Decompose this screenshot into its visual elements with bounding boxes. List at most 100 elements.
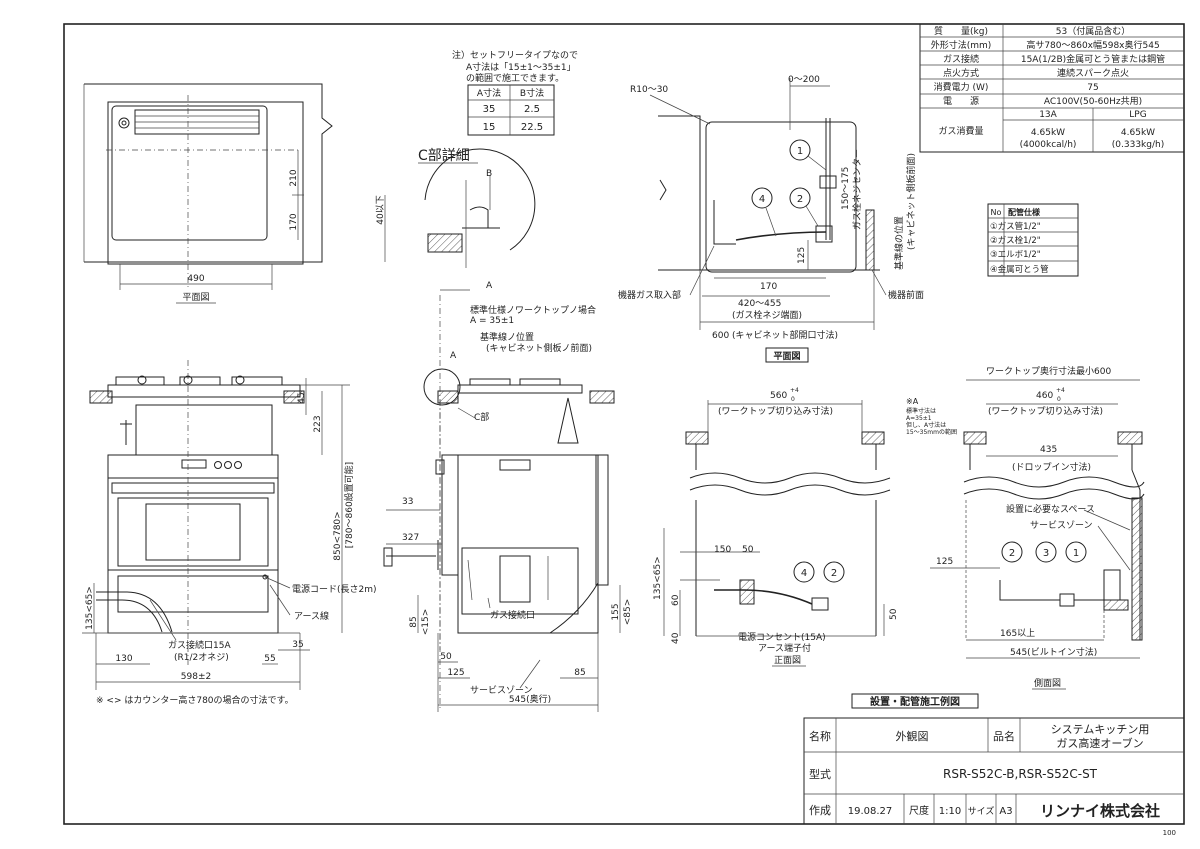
install-front-d560: 560 [770, 391, 787, 401]
sheet-border [63, 23, 1185, 825]
pipe-item: ④金属可とう管 [990, 264, 1049, 275]
note-col-b: B寸法 [520, 87, 544, 99]
detail-c: C部詳細 B 40以下 A 標準仕様ノワークトップノ場合 A = 35±1 基準… [376, 148, 596, 710]
install-side-tol: +4 [1056, 387, 1065, 394]
dim: 45 [297, 392, 307, 403]
balloon: 4 [759, 194, 765, 205]
spec-gas-13a-kcal: (4000kcal/h) [1020, 140, 1077, 150]
dim: 490 [187, 274, 204, 284]
detail-std: 標準仕様ノワークトップノ場合 [470, 304, 596, 316]
install-title-box [851, 693, 979, 709]
note-cell: 35 [483, 104, 496, 115]
dim: 85 [574, 668, 585, 678]
spec-gas-lpg: LPG [1129, 110, 1146, 120]
title-item: ガス高速オーブン [1056, 736, 1143, 750]
spec-value: AC100V(50-60Hz共用) [1044, 96, 1142, 107]
note-cell: 22.5 [521, 122, 543, 133]
note-cell: 2.5 [524, 104, 540, 115]
install-plan-ref: 基準線の位置 [893, 216, 905, 270]
install-plan-d420: 420～455 [738, 299, 781, 309]
side-c: C部 [474, 411, 489, 423]
spec-label: 質 量(kg) [934, 25, 988, 37]
dim: 155 [611, 603, 621, 620]
install-front-d50b: 50 [889, 608, 899, 620]
detail-ref: 基準線ノ位置 [480, 331, 534, 343]
spec-label: 外形寸法(mm) [931, 39, 992, 51]
dim: 223 [313, 415, 323, 432]
detail-std: A = 35±1 [470, 316, 514, 326]
install-side-top: ワークトップ奥行寸法最小600 [986, 365, 1111, 377]
title-scale: 1:10 [939, 806, 961, 817]
balloon: 1 [1073, 548, 1079, 559]
install-plan-gas-take: 機器ガス取入部 [618, 289, 681, 301]
install-front-d50: 50 [742, 545, 754, 555]
install-side-d545: 545(ビルトイン寸法) [1010, 646, 1097, 658]
spec-gas-13a-kw: 4.65kW [1031, 128, 1065, 138]
spec-gas-13a: 13A [1039, 110, 1057, 120]
detail-ref: (キャビネット側板ノ前面) [486, 342, 592, 354]
balloon: 2 [797, 194, 803, 205]
pipe-table: No 配管仕様 ①ガス管1/2" ②ガス栓1/2" ③エルボ1/2" ④金属可と… [987, 203, 1079, 277]
dim: 545(奥行) [509, 693, 551, 705]
install-title: 設置・配管施工例図 [870, 695, 960, 708]
dim: 170 [289, 213, 299, 230]
front-earth: アース線 [294, 610, 329, 622]
balloon: 1 [797, 146, 803, 157]
install-plan-d170: 170 [760, 282, 777, 292]
install-front-d60: 60 [671, 594, 681, 606]
dim: 210 [289, 169, 299, 186]
title-date: 19.08.27 [848, 806, 893, 817]
install-side-label: 側面図 [1034, 677, 1061, 689]
install-side-tol0: 0 [1057, 396, 1061, 403]
spec-value: 連続スパーク点火 [1057, 67, 1129, 79]
dim: 850<780> [333, 511, 343, 560]
install-front-tol0: 0 [791, 396, 795, 403]
install-plan-sensor: ガス栓ネジセンター [851, 149, 863, 230]
dim: 85 [409, 616, 419, 627]
spec-value: 高サ780～860x幅598x奥行545 [1026, 39, 1159, 51]
pipe-item: ①ガス管1/2" [990, 221, 1041, 232]
spec-table: 質 量(kg) 53（付属品含む） 外形寸法(mm) 高サ780～860x幅59… [919, 23, 1185, 153]
install-side-note-a: ※A [906, 397, 919, 406]
note-line: 注）セットフリータイプなので [452, 49, 578, 61]
install-front-label: 正面図 [774, 655, 801, 666]
dim: 35 [292, 640, 303, 650]
balloon: 2 [831, 568, 837, 579]
install-plan-r: R10～30 [630, 85, 668, 95]
install-plan-front: 機器前面 [888, 289, 924, 301]
dim: <15> [421, 609, 431, 636]
install-plan-d600: 600 (キャビネット部開口寸法) [712, 329, 838, 341]
title-model-label: 型式 [809, 767, 831, 781]
install-plan-d125: 125 [797, 247, 807, 264]
install-side-note: A=35±1 [906, 415, 932, 422]
title-made-label: 作成 [809, 804, 831, 817]
dim: 598±2 [181, 672, 211, 682]
view-label: 平面図 [182, 292, 209, 303]
spec-gas-lpg-kw: 4.65kW [1121, 128, 1155, 138]
install-side-cut: (ワークトップ切り込み寸法) [988, 405, 1103, 417]
title-company: リンナイ株式会社 [1040, 802, 1160, 820]
title-block: 名称 外観図 品名 システムキッチン用 ガス高速オーブン 型式 RSR-S52C… [803, 717, 1185, 825]
spec-label: 電 源 [943, 96, 979, 107]
install-plan-d420b: (ガス栓ネジ端面) [732, 309, 802, 321]
install-side-d460: 460 [1036, 391, 1053, 401]
side-gas-inlet: ガス接続口 [490, 609, 535, 621]
note-col-a: A寸法 [477, 87, 501, 99]
install-front-cut: (ワークトップ切り込み寸法) [718, 405, 833, 417]
balloon: 3 [1043, 548, 1049, 559]
title-name-label: 名称 [809, 729, 831, 743]
dim: 125 [447, 668, 464, 678]
side-view: A C部 33 327 85 <15> ガス接続口 155 <85> 50 12… [383, 351, 633, 712]
install-front-d40: 40 [671, 632, 681, 644]
dim: [780～860設置可能] [343, 462, 355, 548]
install-side-d125: 125 [936, 557, 953, 567]
dim: 327 [402, 533, 419, 543]
side-service: サービスゾーン [470, 685, 533, 696]
detail-a: A [486, 281, 493, 291]
title-size-label: サイズ [968, 805, 995, 817]
spec-label: ガス消費量 [938, 125, 983, 137]
front-gas-inlet: (R1/2オネジ) [174, 652, 229, 663]
front-view: 45 223 850<780> [780～860設置可能] 135<65> 電源… [82, 360, 377, 706]
install-side-note: 但し、A寸法は [906, 421, 946, 429]
